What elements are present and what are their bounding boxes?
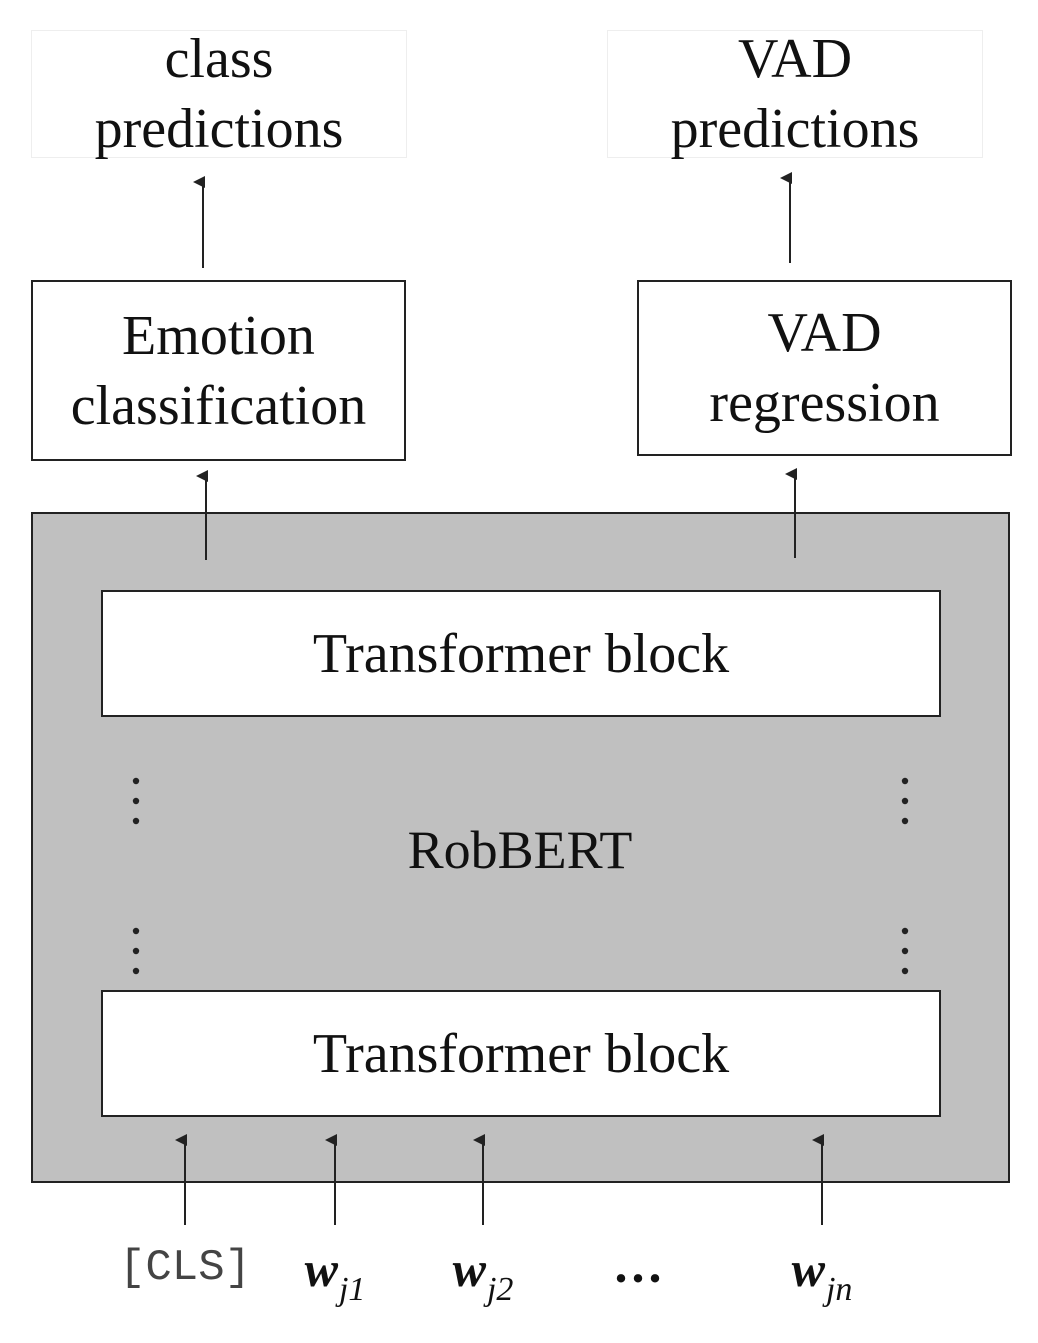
- vertical-dots-left-lower: [126, 923, 146, 984]
- token-ellipsis: ...: [614, 1237, 666, 1294]
- emotion-classification-line-2: classification: [70, 374, 367, 437]
- token-wj2-base: w: [452, 1241, 486, 1297]
- vertical-dots-left-upper: [126, 773, 146, 834]
- token-wj2: wj2: [423, 1240, 543, 1309]
- token-wjn-sub: jn: [825, 1271, 853, 1308]
- transformer-block-bottom-label: Transformer block: [312, 1022, 730, 1085]
- token-wj1: wj1: [275, 1240, 395, 1309]
- vad-predictions-line-2: predictions: [670, 98, 920, 160]
- vad-regression-line-2: regression: [709, 372, 940, 434]
- transformer-block-top-label: Transformer block: [312, 622, 730, 685]
- token-wj1-base: w: [304, 1241, 338, 1297]
- vad-regression-line-1: VAD: [767, 302, 882, 364]
- emotion-classification-line-1: Emotion: [122, 304, 315, 367]
- emotion-classification-box: Emotion classification: [31, 280, 406, 461]
- vad-predictions-line-1: VAD: [737, 28, 853, 90]
- token-wjn-base: w: [791, 1241, 825, 1297]
- vertical-dots-right-lower: [895, 923, 915, 984]
- token-wj1-sub: j1: [338, 1271, 366, 1308]
- token-cls: [CLS]: [118, 1243, 252, 1293]
- vad-regression-box: VAD regression: [637, 280, 1012, 456]
- transformer-block-top: Transformer block: [101, 590, 941, 717]
- vad-predictions-label: VAD predictions: [607, 28, 983, 160]
- class-predictions-label: class predictions: [31, 28, 407, 160]
- token-wjn: wjn: [762, 1240, 882, 1309]
- token-wj2-sub: j2: [486, 1271, 514, 1308]
- class-predictions-line-1: class: [164, 28, 274, 90]
- robbert-label: RobBERT: [407, 820, 633, 880]
- transformer-block-bottom: Transformer block: [101, 990, 941, 1117]
- class-predictions-line-2: predictions: [94, 98, 344, 160]
- vertical-dots-right-upper: [895, 773, 915, 834]
